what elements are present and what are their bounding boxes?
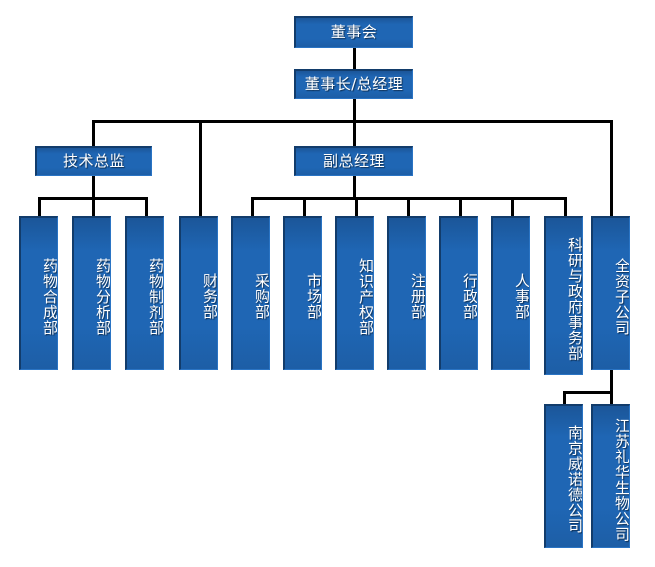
node-chairman[interactable]: 董事长/总经理: [294, 69, 413, 99]
node-dept-procurement-label: 采购部: [253, 273, 270, 320]
node-subsidiaries-label: 全资子公司: [613, 257, 630, 336]
node-sub-nanjing[interactable]: 南京威诺德公司: [544, 404, 583, 548]
node-dept-admin[interactable]: 行政部: [439, 216, 478, 370]
connector-drop-procurement: [251, 197, 254, 217]
connector-drop-finance: [199, 120, 202, 217]
node-sub-nanjing-label: 南京威诺德公司: [566, 425, 583, 534]
node-board[interactable]: 董事会: [294, 16, 413, 48]
node-dept-formulation-label: 药物制剂部: [147, 257, 164, 336]
connector-drop-research-gov: [564, 197, 567, 217]
connector-chairman-stem: [353, 98, 356, 121]
node-dept-procurement[interactable]: 采购部: [231, 216, 270, 370]
node-sub-jiangsu[interactable]: 江苏礼华生物公司: [591, 404, 630, 548]
connector-tech-director-stem: [92, 176, 95, 198]
node-tech-director[interactable]: 技术总监: [35, 146, 152, 176]
node-dept-ip[interactable]: 知识产权部: [335, 216, 374, 370]
connector-drop-analysis: [92, 197, 95, 217]
connector-drop-formulation: [145, 197, 148, 217]
node-dept-synthesis-label: 药物合成部: [41, 257, 58, 336]
node-tech-director-label: 技术总监: [62, 152, 125, 171]
node-dept-marketing[interactable]: 市场部: [283, 216, 322, 370]
node-dept-ip-label: 知识产权部: [357, 257, 374, 336]
connector-drop-deputy-gm: [353, 120, 356, 146]
connector-drop-ip: [355, 197, 358, 217]
connector-subsidiaries-stem: [610, 370, 613, 392]
connector-drop-tech-director: [92, 120, 95, 146]
connector-drop-subsidiaries: [610, 120, 613, 217]
node-dept-finance[interactable]: 财务部: [179, 216, 218, 370]
connector-drop-marketing: [303, 197, 306, 217]
node-dept-registration[interactable]: 注册部: [387, 216, 426, 370]
node-deputy-gm[interactable]: 副总经理: [294, 146, 413, 176]
node-dept-registration-label: 注册部: [409, 273, 426, 320]
connector-board-to-chairman: [353, 48, 356, 70]
connector-drop-nanjing: [563, 391, 566, 405]
connector-drop-jiangsu: [610, 391, 613, 405]
node-dept-finance-label: 财务部: [201, 273, 218, 320]
node-dept-marketing-label: 市场部: [305, 273, 322, 320]
node-chairman-label: 董事长/总经理: [304, 75, 404, 94]
connector-chairman-bus: [92, 120, 612, 123]
connector-deputy-gm-stem: [353, 176, 356, 198]
connector-drop-hr: [511, 197, 514, 217]
connector-drop-synthesis: [38, 197, 41, 217]
node-dept-analysis[interactable]: 药物分析部: [72, 216, 111, 370]
connector-subsidiaries-bus: [563, 391, 613, 394]
node-dept-synthesis[interactable]: 药物合成部: [19, 216, 58, 370]
node-deputy-gm-label: 副总经理: [322, 152, 385, 171]
node-board-label: 董事会: [330, 23, 378, 42]
node-dept-formulation[interactable]: 药物制剂部: [125, 216, 164, 370]
node-sub-jiangsu-label: 江苏礼华生物公司: [613, 417, 630, 542]
node-dept-research-gov-label: 科研与政府事务部: [566, 237, 583, 361]
connector-drop-registration: [407, 197, 410, 217]
node-dept-research-gov[interactable]: 科研与政府事务部: [544, 216, 583, 375]
node-subsidiaries[interactable]: 全资子公司: [591, 216, 630, 370]
node-dept-hr[interactable]: 人事部: [491, 216, 530, 370]
node-dept-admin-label: 行政部: [461, 273, 478, 320]
connector-drop-admin: [459, 197, 462, 217]
node-dept-hr-label: 人事部: [513, 273, 530, 320]
node-dept-analysis-label: 药物分析部: [94, 257, 111, 336]
